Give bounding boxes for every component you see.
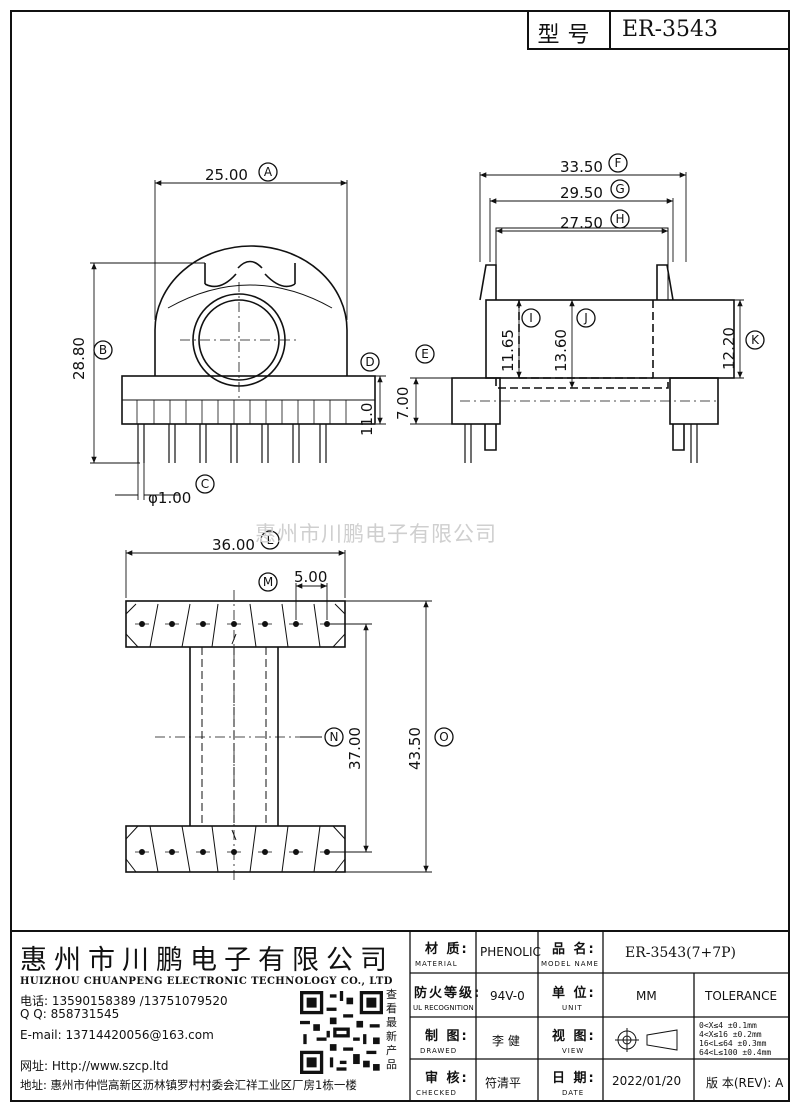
svg-text:N: N — [330, 730, 339, 744]
sheet-border — [10, 10, 790, 1102]
company-name-en: HUIZHOU CHUANPENG ELECTRONIC TECHNOLOGY … — [20, 976, 393, 987]
dim-value-m: 5.00 — [294, 568, 327, 586]
company-website[interactable]: 网址: Http://www.szcp.ltd — [20, 1059, 169, 1073]
model-value: ER-3543(7+7P) — [625, 945, 737, 961]
tolerance-row: 64<L≤100 ±0.4mm — [699, 1048, 772, 1057]
flame-rating-label: 防火等级: — [414, 986, 482, 1001]
checked-by-label-en: CHECKED — [416, 1089, 457, 1097]
tolerance-row: 4<X≤16 ±0.2mm — [699, 1030, 762, 1039]
dim-value-g: 29.50 — [560, 184, 603, 202]
dim-value-e: 7.00 — [394, 387, 412, 420]
date-label-en: DATE — [562, 1089, 585, 1097]
projection-symbol-icon — [615, 1028, 678, 1052]
model-type-value: ER-3543 — [622, 17, 719, 42]
drawn-by-label: 制 图: — [425, 1029, 469, 1044]
svg-text:O: O — [439, 730, 448, 744]
company-phone: 电话: 13590158389 /13751079520 — [20, 994, 228, 1008]
watermark-text: 惠州市川鹏电子有限公司 — [255, 522, 497, 546]
view-label-en: VIEW — [562, 1047, 585, 1055]
model-header-box — [527, 10, 790, 50]
dim-value-j: 13.60 — [552, 329, 570, 372]
svg-text:B: B — [99, 343, 107, 357]
drawn-by-value: 李 健 — [492, 1034, 520, 1048]
svg-text:I: I — [529, 311, 533, 325]
side-view-dimensions — [410, 172, 744, 425]
company-qq: Q Q: 858731545 — [20, 1007, 120, 1021]
front-view — [121, 245, 376, 463]
bottom-view-dimensions — [125, 550, 432, 873]
svg-text:G: G — [615, 182, 624, 196]
dim-value-n: 37.00 — [346, 727, 364, 770]
header-divider — [609, 10, 611, 50]
model-type-label: 型号 — [537, 23, 598, 48]
svg-text:C: C — [201, 477, 209, 491]
tolerance-row: 0<X≤4 ±0.1mm — [699, 1021, 757, 1030]
date-label: 日 期: — [552, 1071, 596, 1086]
material-label-en: MATERIAL — [415, 960, 458, 968]
front-view-dimensions — [90, 180, 386, 500]
dim-value-d: 11.0 — [358, 403, 376, 436]
svg-text:F: F — [615, 156, 622, 170]
unit-value: MM — [636, 989, 657, 1003]
company-name-cn: 惠州市川鹏电子有限公司 — [20, 945, 394, 976]
dim-value-c: φ1.00 — [148, 489, 191, 507]
company-address: 地址: 惠州市仲恺高新区沥林镇罗村村委会汇祥工业区厂房1栋一楼 — [20, 1078, 357, 1092]
dim-value-o: 43.50 — [406, 727, 424, 770]
svg-text:L: L — [267, 533, 274, 547]
dim-value-l: 36.00 — [212, 536, 255, 554]
dim-value-h: 27.50 — [560, 214, 603, 232]
checked-by-value: 符清平 — [485, 1076, 522, 1090]
technical-drawing: 25.00 28.80 φ1.00 11.0 7.00 33.50 29.50 … — [70, 153, 765, 884]
view-label: 视 图: — [552, 1029, 596, 1044]
svg-text:H: H — [615, 212, 624, 226]
tolerance-label: TOLERANCE — [705, 989, 778, 1003]
svg-text:K: K — [751, 333, 760, 347]
unit-label: 单 位: — [552, 986, 596, 1001]
flame-rating-label-en: UL RECOGNITION — [413, 1004, 474, 1012]
svg-text:E: E — [421, 347, 429, 361]
dim-value-k: 12.20 — [720, 327, 738, 370]
model-label: 品 名: — [552, 942, 596, 957]
date-value: 2022/01/20 — [612, 1074, 682, 1088]
revision-value: 版 本(REV): A — [706, 1076, 784, 1090]
dim-value-a: 25.00 — [205, 166, 248, 184]
unit-label-en: UNIT — [562, 1004, 583, 1012]
checked-by-label: 审 核: — [425, 1071, 469, 1086]
material-label: 材 质: — [425, 942, 469, 957]
qr-code[interactable] — [300, 991, 383, 1074]
company-email: E-mail: 13714420056@163.com — [20, 1028, 214, 1042]
title-block — [10, 930, 790, 1104]
svg-text:A: A — [264, 165, 273, 179]
dim-value-i: 11.65 — [499, 329, 517, 372]
drawn-by-label-en: DRAWED — [420, 1047, 458, 1055]
tolerance-row: 16<L≤64 ±0.3mm — [699, 1039, 767, 1048]
dim-value-b: 28.80 — [70, 337, 88, 380]
qr-caption: 查看最新产品 — [386, 988, 397, 1071]
pin-crosses — [135, 623, 334, 853]
model-label-en: MODEL NAME — [541, 960, 599, 968]
svg-text:D: D — [365, 355, 374, 369]
svg-text:M: M — [263, 575, 273, 589]
dim-value-f: 33.50 — [560, 158, 603, 176]
flame-rating-value: 94V-0 — [490, 989, 525, 1003]
material-value: PHENOLIC — [480, 945, 541, 959]
svg-text:J: J — [583, 311, 588, 325]
tolerance-table: 0<X≤4 ±0.1mm 4<X≤16 ±0.2mm 16<L≤64 ±0.3m… — [699, 1021, 771, 1057]
